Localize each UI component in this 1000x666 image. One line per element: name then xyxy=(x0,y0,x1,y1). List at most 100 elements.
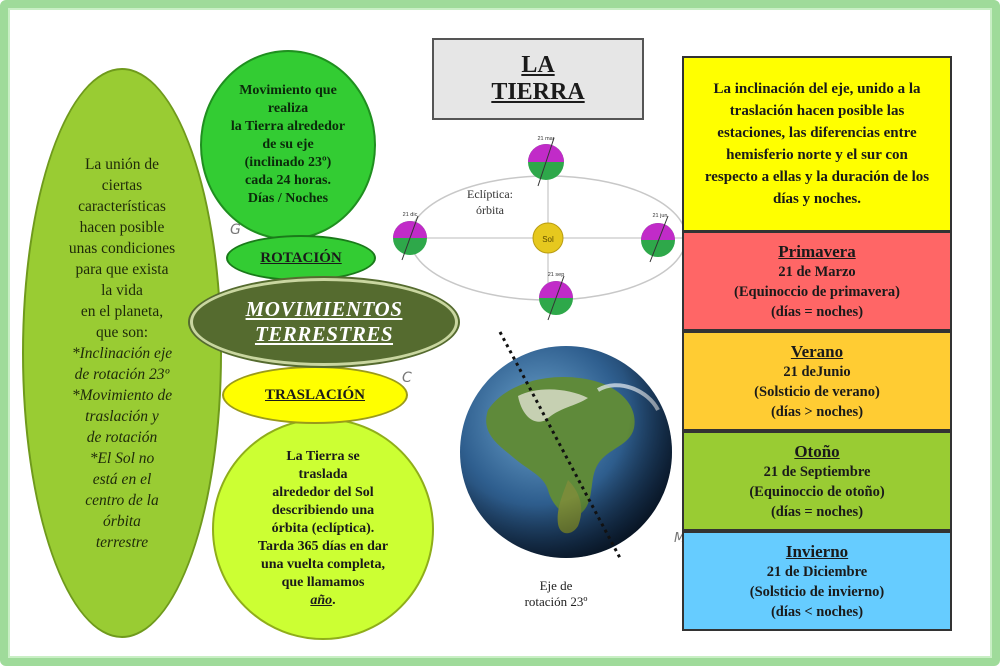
rotation-axis-line xyxy=(498,331,622,559)
title-line: LA xyxy=(521,52,555,78)
translation-description: La Tierra se traslada alrededor del Sol … xyxy=(258,448,388,610)
rotation-line: (inclinado 23º) xyxy=(244,155,332,170)
conditions-item: *El Sol no xyxy=(89,449,155,467)
rotation-description-oval: Movimiento que realiza la Tierra alreded… xyxy=(200,50,376,240)
translation-line: La Tierra se xyxy=(286,449,360,464)
rotation-line: la Tierra alrededor xyxy=(230,119,346,134)
orbit-diagram: Eclíptica: órbita Sol 21 mar 21 dic 21 j… xyxy=(393,136,687,321)
ecliptic-label-line1: Eclíptica: xyxy=(467,187,513,201)
season-days: (días = noches) xyxy=(770,503,864,520)
conditions-oval: La unión de ciertas características hace… xyxy=(22,68,222,638)
season-event: (Equinoccio de otoño) xyxy=(749,483,885,500)
translation-line: Tarda 365 días en dar xyxy=(257,539,389,554)
earth-globe-image: M xyxy=(460,331,685,559)
axis-label-line: Eje de xyxy=(539,578,573,593)
conditions-item: órbita xyxy=(103,512,141,530)
season-date: 21 de Marzo xyxy=(778,263,856,280)
translation-label: TRASLACIÓN xyxy=(264,386,366,403)
conditions-line: en el planeta, xyxy=(80,302,164,320)
conditions-line: características xyxy=(78,197,166,215)
season-title: Invierno xyxy=(785,541,849,561)
axis-label: Eje de rotación 23º xyxy=(496,578,616,610)
rotation-line: de su eje xyxy=(262,137,314,152)
conditions-line: La unión de xyxy=(84,155,160,173)
movements-title-line: MOVIMIENTOS xyxy=(245,297,403,321)
translation-line: una vuelta completa, xyxy=(260,557,386,572)
rotation-line: realiza xyxy=(267,101,309,116)
season-winter: Invierno 21 de Diciembre (Solsticio de i… xyxy=(682,531,952,631)
translation-label-oval: TRASLACIÓN xyxy=(222,366,408,424)
conditions-item: *Inclinación eje xyxy=(71,344,173,362)
conditions-line: que son: xyxy=(95,323,149,341)
ecliptic-label-line2: órbita xyxy=(476,203,505,217)
earth-position-icon xyxy=(641,215,675,263)
movements-title-line: TERRESTRES xyxy=(254,322,394,346)
season-event: (Solsticio de invierno) xyxy=(749,583,885,600)
season-title: Primavera xyxy=(778,241,856,261)
conditions-item: de rotación xyxy=(86,428,158,446)
year-suffix: . xyxy=(332,593,336,608)
conditions-item: centro de la xyxy=(85,491,159,509)
date-label: 21 sep xyxy=(548,272,565,278)
axis-label-line: rotación 23º xyxy=(524,594,588,609)
season-event: (Equinoccio de primavera) xyxy=(734,283,900,300)
conditions-list: *Inclinación eje de rotación 23º *Movimi… xyxy=(69,343,175,553)
earth-position-icon xyxy=(393,215,427,261)
season-date: 21 deJunio xyxy=(783,363,851,380)
translation-line: que llamamos xyxy=(281,575,365,590)
globe-shading xyxy=(460,346,672,558)
season-date: 21 de Diciembre xyxy=(766,563,868,580)
earth-position-icon xyxy=(539,275,573,321)
rotation-label-oval: ROTACIÓN xyxy=(226,235,376,281)
season-title: Otoño xyxy=(794,441,840,461)
handwritten-mark: M xyxy=(674,531,685,546)
movements-title: MOVIMIENTOS TERRESTRES xyxy=(246,297,403,347)
date-label: 21 jun xyxy=(653,213,668,219)
season-summer: Verano 21 deJunio (Solsticio de verano) … xyxy=(682,331,952,431)
page-title: LA TIERRA xyxy=(432,38,644,120)
handwritten-mark: G xyxy=(230,222,241,238)
seasons-intro-box: La inclinación del eje, unido a la trasl… xyxy=(682,56,952,232)
conditions-text: La unión de ciertas características hace… xyxy=(69,154,175,553)
sun-icon: Sol xyxy=(532,222,564,254)
conditions-line: unas condiciones xyxy=(68,239,176,257)
conditions-item: traslación y xyxy=(85,407,159,425)
conditions-item: terrestre xyxy=(95,533,149,551)
rotation-line: cada 24 horas. xyxy=(245,173,331,188)
conditions-line: la vida xyxy=(101,281,143,299)
sun-label: Sol xyxy=(542,235,554,244)
date-label: 21 mar xyxy=(537,136,554,142)
translation-year-line: año. xyxy=(258,592,388,610)
rotation-description: Movimiento que realiza la Tierra alreded… xyxy=(231,82,345,208)
rotation-line: Días / Noches xyxy=(247,191,329,206)
conditions-line: hacen posible xyxy=(79,218,165,236)
earth-position-icon xyxy=(528,137,564,187)
season-days: (días > noches) xyxy=(770,403,864,420)
conditions-item: de rotación 23º xyxy=(74,365,170,383)
conditions-line: para que exista xyxy=(75,260,169,278)
translation-line: órbita (eclíptica). xyxy=(271,521,375,536)
translation-line: describiendo una xyxy=(271,503,375,518)
season-autumn: Otoño 21 de Septiembre (Equinoccio de ot… xyxy=(682,431,952,531)
translation-line: traslada xyxy=(298,467,348,482)
translation-line: alrededor del Sol xyxy=(272,485,374,500)
date-label: 21 dic xyxy=(403,212,418,218)
rotation-line: Movimiento que xyxy=(239,83,337,98)
conditions-item: *Movimiento de xyxy=(71,386,173,404)
season-days: (días < noches) xyxy=(770,603,864,620)
seasons-intro-text: La inclinación del eje, unido a la trasl… xyxy=(704,81,930,207)
season-date: 21 de Septiembre xyxy=(763,463,871,480)
translation-description-oval: La Tierra se traslada alrededor del Sol … xyxy=(212,418,434,640)
movements-oval: MOVIMIENTOS TERRESTRES xyxy=(190,278,458,366)
conditions-line: ciertas xyxy=(101,176,143,194)
title-line: TIERRA xyxy=(491,79,585,105)
rotation-label: ROTACIÓN xyxy=(260,249,342,266)
season-spring: Primavera 21 de Marzo (Equinoccio de pri… xyxy=(682,231,952,331)
year-word: año xyxy=(310,593,333,608)
season-days: (días = noches) xyxy=(770,303,864,320)
season-event: (Solsticio de verano) xyxy=(754,383,880,400)
handwritten-mark: C xyxy=(402,370,412,386)
conditions-item: está en el xyxy=(92,470,152,488)
season-title: Verano xyxy=(790,341,844,361)
